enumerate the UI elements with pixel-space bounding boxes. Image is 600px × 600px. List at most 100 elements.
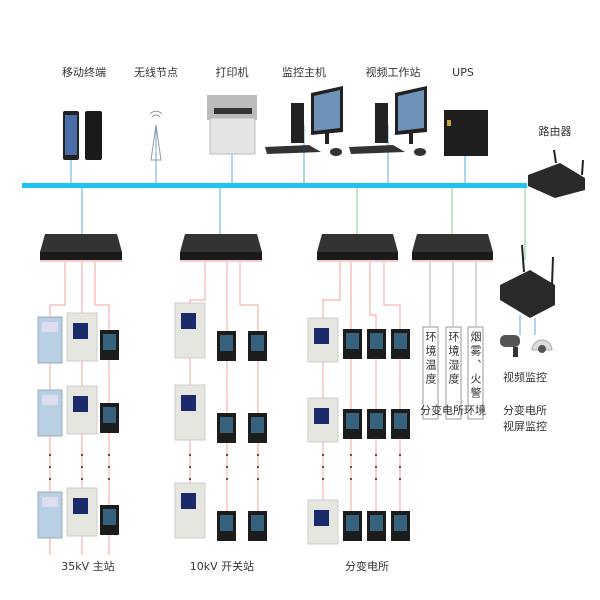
meter-screen xyxy=(251,335,264,351)
protection-relay-icon xyxy=(174,302,206,359)
meter-screen xyxy=(346,515,359,531)
camera-lens xyxy=(538,345,546,353)
relay-screen xyxy=(314,510,329,526)
relay-screen xyxy=(73,396,88,412)
ellipsis-dot xyxy=(257,454,259,456)
ups-icon xyxy=(444,110,488,156)
meter-screen xyxy=(251,515,264,531)
network-switch-icon xyxy=(40,234,122,252)
sensor-box xyxy=(422,326,439,420)
router-antenna xyxy=(581,159,584,176)
ellipsis-dot xyxy=(399,454,401,456)
router-icon xyxy=(500,270,555,318)
meter-screen xyxy=(103,407,116,423)
ellipsis-dot xyxy=(189,466,191,468)
meter-display xyxy=(42,322,58,332)
sensor-label-smoke-fire: 烟雾、火警 xyxy=(469,331,482,401)
ellipsis-dot xyxy=(322,478,324,480)
keyboard-icon xyxy=(265,145,321,154)
ellipsis-dot xyxy=(322,466,324,468)
meter-screen xyxy=(370,333,383,349)
ethernet-bus xyxy=(22,183,527,188)
bullet-camera-icon xyxy=(500,335,520,347)
ellipsis-dot xyxy=(257,478,259,480)
ellipsis-dot xyxy=(49,478,51,480)
ellipsis-dot xyxy=(399,478,401,480)
ellipsis-dot xyxy=(226,478,228,480)
label-video-workstation: 视频工作站 xyxy=(366,65,421,79)
ellipsis-dot xyxy=(375,466,377,468)
router-icon xyxy=(528,163,585,198)
network-switch-icon xyxy=(317,234,398,252)
ellipsis-dot xyxy=(189,454,191,456)
monitor-screen xyxy=(398,90,424,131)
mouse-icon xyxy=(330,148,342,156)
relay-screen xyxy=(73,323,88,339)
printer-slot xyxy=(214,108,252,114)
router-antenna xyxy=(521,244,525,273)
meter-screen xyxy=(370,515,383,531)
wireless-signal-icon xyxy=(149,110,163,118)
link-switch-device xyxy=(239,262,259,530)
mobile-phone-icon xyxy=(85,111,102,160)
ellipsis-dot xyxy=(257,466,259,468)
protection-relay-icon xyxy=(174,384,206,441)
meter-screen xyxy=(103,509,116,525)
label-ups: UPS xyxy=(452,66,474,79)
meter-screen xyxy=(220,515,233,531)
relay-screen xyxy=(73,498,88,514)
ellipsis-dot xyxy=(49,454,51,456)
keyboard-icon xyxy=(349,145,405,154)
ellipsis-dot xyxy=(108,466,110,468)
link-switch-device xyxy=(369,262,377,530)
sensor-label-humidity: 环境湿度 xyxy=(447,331,460,387)
ellipsis-dot xyxy=(350,466,352,468)
switch-ports xyxy=(412,252,493,260)
ups-light xyxy=(447,120,451,126)
switch-ports xyxy=(40,252,122,260)
ellipsis-dot xyxy=(108,478,110,480)
printer-icon xyxy=(207,95,257,120)
ellipsis-dot xyxy=(81,478,83,480)
meter-screen xyxy=(220,335,233,351)
ellipsis-dot xyxy=(350,454,352,456)
router-antenna xyxy=(553,149,557,164)
sensor-label-temperature: 环境温度 xyxy=(424,331,437,387)
ellipsis-dot xyxy=(399,466,401,468)
meter-screen xyxy=(394,515,407,531)
label-wireless-node: 无线节点 xyxy=(134,65,178,79)
desktop-computer-icon xyxy=(375,103,388,143)
video-label: 视频监控 xyxy=(503,370,547,384)
camera-mount xyxy=(513,347,518,357)
desktop-computer-icon xyxy=(291,103,304,143)
phone-screen xyxy=(65,115,77,155)
ellipsis-dot xyxy=(189,478,191,480)
wireless-node-icon xyxy=(150,124,162,161)
meter-screen xyxy=(220,417,233,433)
meter-screen xyxy=(103,334,116,350)
label-printer: 打印机 xyxy=(216,65,249,79)
meter-screen xyxy=(346,413,359,429)
ellipsis-dot xyxy=(375,454,377,456)
sensor-box xyxy=(467,326,484,420)
ellipsis-dot xyxy=(226,454,228,456)
switch-ports xyxy=(180,252,262,260)
label-monitor-host: 监控主机 xyxy=(282,65,326,79)
meter-screen xyxy=(394,413,407,429)
ellipsis-dot xyxy=(322,454,324,456)
relay-screen xyxy=(181,493,196,509)
meter-screen xyxy=(346,333,359,349)
link-switch-device xyxy=(322,262,341,530)
ellipsis-dot xyxy=(81,466,83,468)
video-caption-line1: 分变电所 xyxy=(503,403,547,417)
station-label-10kv: 10kV 开关站 xyxy=(190,559,254,573)
router-antenna xyxy=(551,256,554,286)
meter-screen xyxy=(370,413,383,429)
sensor-box xyxy=(445,326,462,420)
ellipsis-dot xyxy=(226,466,228,468)
station-label-substation: 分变电所 xyxy=(345,559,389,573)
ellipsis-dot xyxy=(375,478,377,480)
ellipsis-dot xyxy=(49,466,51,468)
